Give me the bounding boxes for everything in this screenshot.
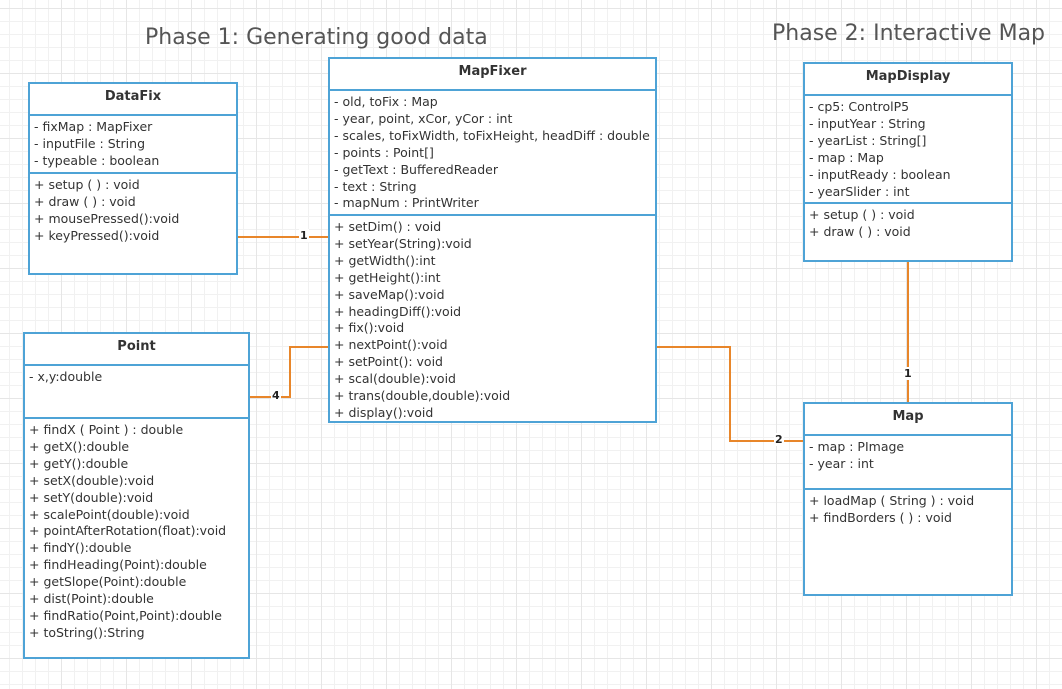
multiplicity-label: 1: [299, 229, 309, 242]
class-map-name: Map: [805, 404, 1011, 436]
method-item: + fix():void: [334, 320, 405, 336]
class-mapfixer-attributes: - old, toFix : Map - year, point, xCor, …: [330, 91, 655, 216]
phase2-title: Phase 2: Interactive Map: [772, 21, 1046, 46]
attribute-item: - old, toFix : Map: [334, 94, 438, 109]
method-item: + saveMap():void: [334, 286, 445, 302]
class-datafix-methods: + setup ( ) : void + draw ( ) : void + m…: [30, 174, 236, 245]
method-item: + setup ( ) : void: [809, 207, 915, 222]
attribute-item: - year : int: [809, 455, 874, 471]
method-item: + getY():double: [29, 455, 129, 471]
class-datafix-name: DataFix: [30, 84, 236, 116]
attribute-item: - inputReady : boolean: [809, 166, 951, 182]
class-mapdisplay-attributes: - cp5: ControlP5 - inputYear : String - …: [805, 96, 1011, 204]
method-item: + setX(double):void: [29, 472, 155, 488]
method-item: + display():void: [334, 404, 434, 420]
multiplicity-label: 2: [774, 433, 784, 446]
class-map-methods: + loadMap ( String ) : void + findBorder…: [805, 490, 1011, 527]
method-item: + pointAfterRotation(float):void: [29, 523, 227, 539]
attribute-item: - inputFile : String: [34, 135, 146, 151]
method-item: + trans(double,double):void: [334, 388, 511, 404]
class-mapfixer-name: MapFixer: [330, 59, 655, 91]
method-item: + mousePressed():void: [34, 210, 180, 226]
method-item: + draw ( ) : void: [34, 193, 136, 209]
method-item: + setYear(String):void: [334, 235, 472, 251]
method-item: + scalePoint(double):void: [29, 506, 190, 522]
method-item: + setPoint(): void: [334, 354, 443, 370]
method-item: + setY(double):void: [29, 489, 154, 505]
class-point-attributes: - x,y:double: [25, 366, 248, 419]
attribute-item: - inputYear : String: [809, 115, 926, 131]
method-item: + dist(Point):double: [29, 591, 154, 607]
class-mapfixer[interactable]: MapFixer - old, toFix : Map - year, poin…: [328, 57, 657, 423]
attribute-item: - x,y:double: [29, 369, 103, 384]
method-item: + toString():String: [29, 624, 145, 640]
connector-point-mapfixer: [250, 346, 328, 398]
class-mapdisplay[interactable]: MapDisplay - cp5: ControlP5 - inputYear …: [803, 62, 1013, 262]
attribute-item: - year, point, xCor, yCor : int: [334, 110, 513, 126]
class-point[interactable]: Point - x,y:double + findX ( Point ) : d…: [23, 332, 250, 659]
method-item: + findX ( Point ) : double: [29, 422, 184, 437]
multiplicity-label: 1: [903, 367, 913, 380]
class-datafix-attributes: - fixMap : MapFixer - inputFile : String…: [30, 116, 236, 174]
phase1-title: Phase 1: Generating good data: [145, 25, 488, 50]
class-map-attributes: - map : PImage - year : int: [805, 436, 1011, 490]
class-mapdisplay-methods: + setup ( ) : void + draw ( ) : void: [805, 204, 1011, 241]
method-item: + findY():double: [29, 540, 132, 556]
attribute-item: - cp5: ControlP5: [809, 99, 910, 114]
method-item: + getWidth():int: [334, 252, 436, 268]
method-item: + scal(double):void: [334, 371, 456, 387]
method-item: + findHeading(Point):double: [29, 557, 207, 573]
connector-mapfixer-map: [657, 346, 803, 442]
attribute-item: - yearList : String[]: [809, 132, 927, 148]
method-item: + findBorders ( ) : void: [809, 509, 952, 525]
class-point-name: Point: [25, 334, 248, 366]
method-item: + findRatio(Point,Point):double: [29, 607, 222, 623]
class-map[interactable]: Map - map : PImage - year : int + loadMa…: [803, 402, 1013, 596]
method-item: + nextPoint():void: [334, 337, 448, 353]
method-item: + setup ( ) : void: [34, 177, 140, 192]
method-item: + keyPressed():void: [34, 227, 160, 243]
attribute-item: - text : String: [334, 178, 417, 194]
attribute-item: - map : Map: [809, 149, 884, 165]
method-item: + headingDiff():void: [334, 303, 462, 319]
method-item: + getSlope(Point):double: [29, 574, 187, 590]
method-item: + getX():double: [29, 438, 130, 454]
class-datafix[interactable]: DataFix - fixMap : MapFixer - inputFile …: [28, 82, 238, 275]
attribute-item: - scales, toFixWidth, toFixHeight, headD…: [334, 127, 650, 143]
class-mapdisplay-name: MapDisplay: [805, 64, 1011, 96]
attribute-item: - yearSlider : int: [809, 183, 910, 199]
method-item: + setDim() : void: [334, 219, 442, 234]
attribute-item: - getText : BufferedReader: [334, 161, 498, 177]
method-item: + getHeight():int: [334, 269, 441, 285]
multiplicity-label: 4: [271, 389, 281, 402]
attribute-item: - points : Point[]: [334, 144, 434, 160]
attribute-item: - fixMap : MapFixer: [34, 119, 153, 134]
attribute-item: - typeable : boolean: [34, 152, 160, 168]
method-item: + loadMap ( String ) : void: [809, 493, 975, 508]
class-mapfixer-methods: + setDim() : void + setYear(String):void…: [330, 216, 655, 422]
attribute-item: - map : PImage: [809, 439, 905, 454]
class-point-methods: + findX ( Point ) : double + getX():doub…: [25, 419, 248, 642]
attribute-item: - mapNum : PrintWriter: [334, 195, 479, 211]
method-item: + draw ( ) : void: [809, 223, 911, 239]
